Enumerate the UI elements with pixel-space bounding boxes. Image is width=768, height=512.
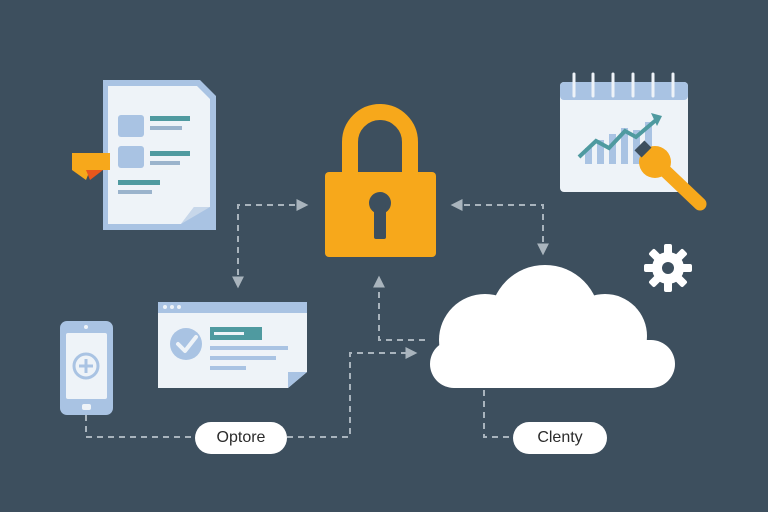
connector-cloud-lock bbox=[373, 275, 425, 341]
label-pill-clenty: Clenty bbox=[513, 422, 607, 454]
connector-cloud-pill bbox=[483, 390, 514, 438]
label-pill-optore-text: Optore bbox=[216, 429, 266, 446]
smartphone-icon bbox=[60, 321, 113, 415]
label-pill-optore: Optore bbox=[195, 422, 287, 454]
gear-icon bbox=[644, 244, 692, 292]
connector-calendar-lock bbox=[450, 199, 549, 256]
checkmark-icon bbox=[170, 328, 202, 360]
padlock-icon bbox=[325, 104, 436, 257]
browser-window-icon bbox=[158, 302, 307, 388]
wrench-icon bbox=[634, 140, 707, 211]
cloud-icon bbox=[430, 265, 675, 388]
connectors bbox=[85, 199, 549, 438]
connector-phone-cloud bbox=[85, 353, 415, 438]
label-pill-clenty-text: Clenty bbox=[537, 429, 583, 446]
connector-doc-lock bbox=[232, 199, 309, 289]
document-icon bbox=[72, 80, 216, 230]
